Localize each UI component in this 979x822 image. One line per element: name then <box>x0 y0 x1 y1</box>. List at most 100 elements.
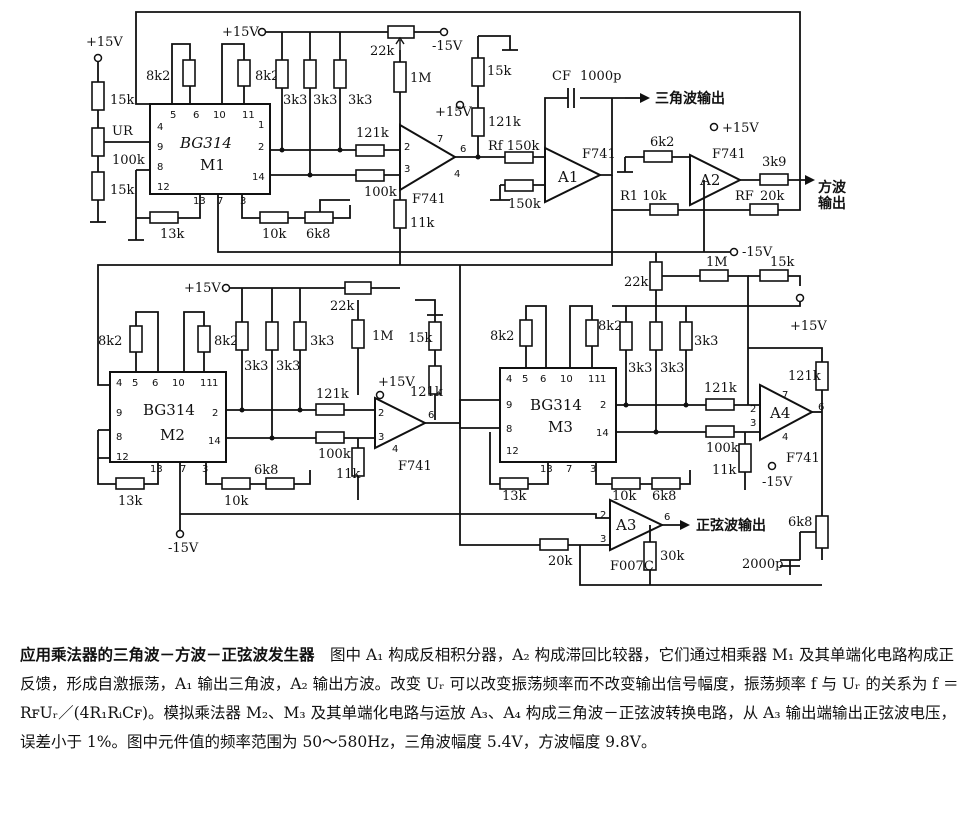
label-cf: CF <box>552 69 571 84</box>
resistor-15k-ur-top <box>91 81 105 111</box>
resistor-3k3-m3b <box>649 321 663 351</box>
resistor-8k2-m2a <box>129 325 143 353</box>
capacitor-cf <box>567 88 575 108</box>
label-a3: A3 <box>615 516 636 534</box>
svg-text:3: 3 <box>590 464 596 475</box>
label-121k: 121k <box>410 385 443 400</box>
svg-text:5: 5 <box>132 378 138 389</box>
svg-text:3: 3 <box>404 164 410 175</box>
chip-m1 <box>149 103 271 195</box>
label-1m: 1M <box>372 329 394 344</box>
svg-text:11: 11 <box>200 378 213 389</box>
svg-text:14: 14 <box>596 428 609 439</box>
svg-text:10: 10 <box>172 378 185 389</box>
opamp-a1 <box>544 146 603 204</box>
resistor-10k-m3 <box>611 477 641 490</box>
label-neg15: -15V <box>762 475 793 490</box>
label-10k: 10k <box>224 494 249 509</box>
label-rf2: RF <box>735 189 754 204</box>
label-3k3: 3k3 <box>313 93 337 108</box>
svg-text:9: 9 <box>157 142 163 153</box>
resistor-r1 <box>649 203 679 216</box>
label-3k3: 3k3 <box>276 359 300 374</box>
svg-text:3: 3 <box>240 196 246 207</box>
resistor-3k3-c <box>333 59 347 89</box>
label-100k: 100k <box>112 153 145 168</box>
label-150k: 150k <box>508 197 541 212</box>
chip-m3-type: BG314 <box>530 396 582 414</box>
svg-text:6: 6 <box>193 110 199 121</box>
svg-text:2: 2 <box>258 142 264 153</box>
resistor-121k-m3 <box>705 398 735 411</box>
label-3k3: 3k3 <box>628 361 652 376</box>
triangle-output-label: 三角波输出 <box>655 90 725 107</box>
resistor-3k3-m3a <box>619 321 633 351</box>
label-11k: 11k <box>410 216 435 231</box>
svg-text:4: 4 <box>116 378 122 389</box>
svg-text:8: 8 <box>157 162 163 173</box>
svg-text:2: 2 <box>404 142 410 153</box>
caption-title: 应用乘法器的三角波－方波－正弦波发生器 <box>20 645 315 664</box>
resistor-8k2-m1b <box>237 59 251 87</box>
pot-6k8-m2 <box>265 477 295 490</box>
label-pos15: +15V <box>722 121 759 136</box>
svg-text:14: 14 <box>208 436 221 447</box>
svg-text:7: 7 <box>180 464 186 475</box>
label-11k: 11k <box>712 463 737 478</box>
sine-output-label: 正弦波输出 <box>696 517 766 534</box>
label-3k3: 3k3 <box>694 334 718 349</box>
svg-text:6: 6 <box>428 410 434 421</box>
label-11k: 11k <box>336 467 361 482</box>
label-f741-mid: F741 <box>398 459 432 474</box>
resistor-rf <box>504 151 534 164</box>
resistor-1m-top <box>393 61 407 93</box>
label-13k: 13k <box>118 494 143 509</box>
label-13k: 13k <box>160 227 185 242</box>
svg-text:10: 10 <box>213 110 226 121</box>
svg-text:2: 2 <box>600 400 606 411</box>
label-c2000p: 2000p <box>742 557 783 572</box>
label-20k: 20k <box>548 554 573 569</box>
resistor-121k-m2 <box>315 403 345 416</box>
resistor-11k-top <box>393 199 407 229</box>
opamp-a4 <box>759 383 815 442</box>
label-15k: 15k <box>110 93 135 108</box>
label-121k: 121k <box>704 381 737 396</box>
svg-text:11: 11 <box>242 110 255 121</box>
opamp-a2 <box>689 153 743 207</box>
label-3k9: 3k9 <box>762 155 786 170</box>
label-ur: UR <box>112 124 134 139</box>
resistor-rf-20k <box>749 203 779 216</box>
svg-text:4: 4 <box>454 169 460 180</box>
resistor-100k-m3 <box>705 425 735 438</box>
label-20k: 20k <box>760 189 785 204</box>
svg-text:7: 7 <box>437 134 443 145</box>
label-6k8: 6k8 <box>306 227 330 242</box>
label-a2-type: F741 <box>712 147 746 162</box>
svg-text:1: 1 <box>258 120 264 131</box>
resistor-15k-top <box>471 57 485 87</box>
figure-caption: 应用乘法器的三角波－方波－正弦波发生器 图中 A₁ 构成反相积分器，A₂ 构成滞… <box>20 640 960 757</box>
label-1m: 1M <box>410 71 432 86</box>
label-pos15: +15V <box>222 25 259 40</box>
svg-text:4: 4 <box>506 374 512 385</box>
svg-text:3: 3 <box>600 534 606 545</box>
resistor-121k-fb-m2 <box>428 365 442 395</box>
chip-m2 <box>109 371 227 463</box>
svg-text:12: 12 <box>506 446 519 457</box>
label-pos15: +15V <box>790 319 827 334</box>
chip-m3 <box>499 367 617 463</box>
svg-text:6: 6 <box>664 512 670 523</box>
pot-22k-m3 <box>649 261 663 291</box>
resistor-15k-m3 <box>759 269 789 282</box>
svg-text:8: 8 <box>116 432 122 443</box>
square-output-label: 方波 <box>818 179 847 196</box>
label-121k: 121k <box>316 387 349 402</box>
resistor-1m-m2 <box>351 319 365 349</box>
pot-6k8-m3 <box>651 477 681 490</box>
svg-text:5: 5 <box>522 374 528 385</box>
label-15k: 15k <box>408 331 433 346</box>
label-3k3: 3k3 <box>660 361 684 376</box>
